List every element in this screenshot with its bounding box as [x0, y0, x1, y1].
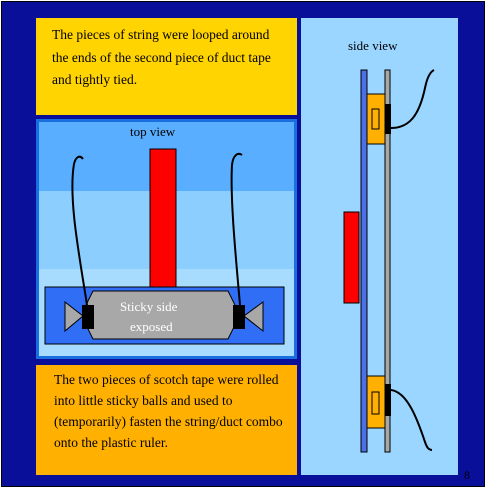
string-right — [230, 152, 243, 306]
string-top — [390, 69, 435, 129]
side-view-drawing — [343, 69, 435, 453]
side-view-caption: side view — [348, 38, 398, 53]
ruler-edge — [360, 69, 368, 453]
tape-loop-bottom — [371, 391, 380, 415]
scotch-ball-top — [366, 93, 386, 145]
duct-tape-edge — [384, 69, 391, 453]
string-left — [71, 155, 88, 306]
tape-label-line2: exposed — [130, 319, 173, 334]
tape-end-left — [64, 300, 84, 333]
tape-label-line1: Sticky side — [120, 299, 178, 314]
top-view-drawing — [36, 119, 297, 359]
ruler — [149, 148, 177, 290]
ruler-side — [343, 211, 360, 304]
knot-bottom — [385, 384, 391, 416]
note-string-tied: The pieces of string were looped around … — [36, 18, 297, 115]
string-knot-left — [82, 305, 94, 329]
tape-end-right — [243, 301, 264, 333]
scotch-ball-bottom — [366, 375, 386, 429]
page-number: 8 — [464, 468, 470, 482]
string-knot-right — [233, 305, 245, 329]
knot-top — [385, 104, 391, 134]
note-scotch-tape: The two pieces of scotch tape were rolle… — [36, 365, 297, 475]
string-bottom — [390, 389, 433, 451]
top-view-panel: top view Sticky side exposed — [36, 119, 297, 359]
tape-loop-top — [371, 108, 380, 130]
top-view-caption: top view — [130, 124, 176, 139]
side-view-panel: side view — [301, 18, 458, 475]
